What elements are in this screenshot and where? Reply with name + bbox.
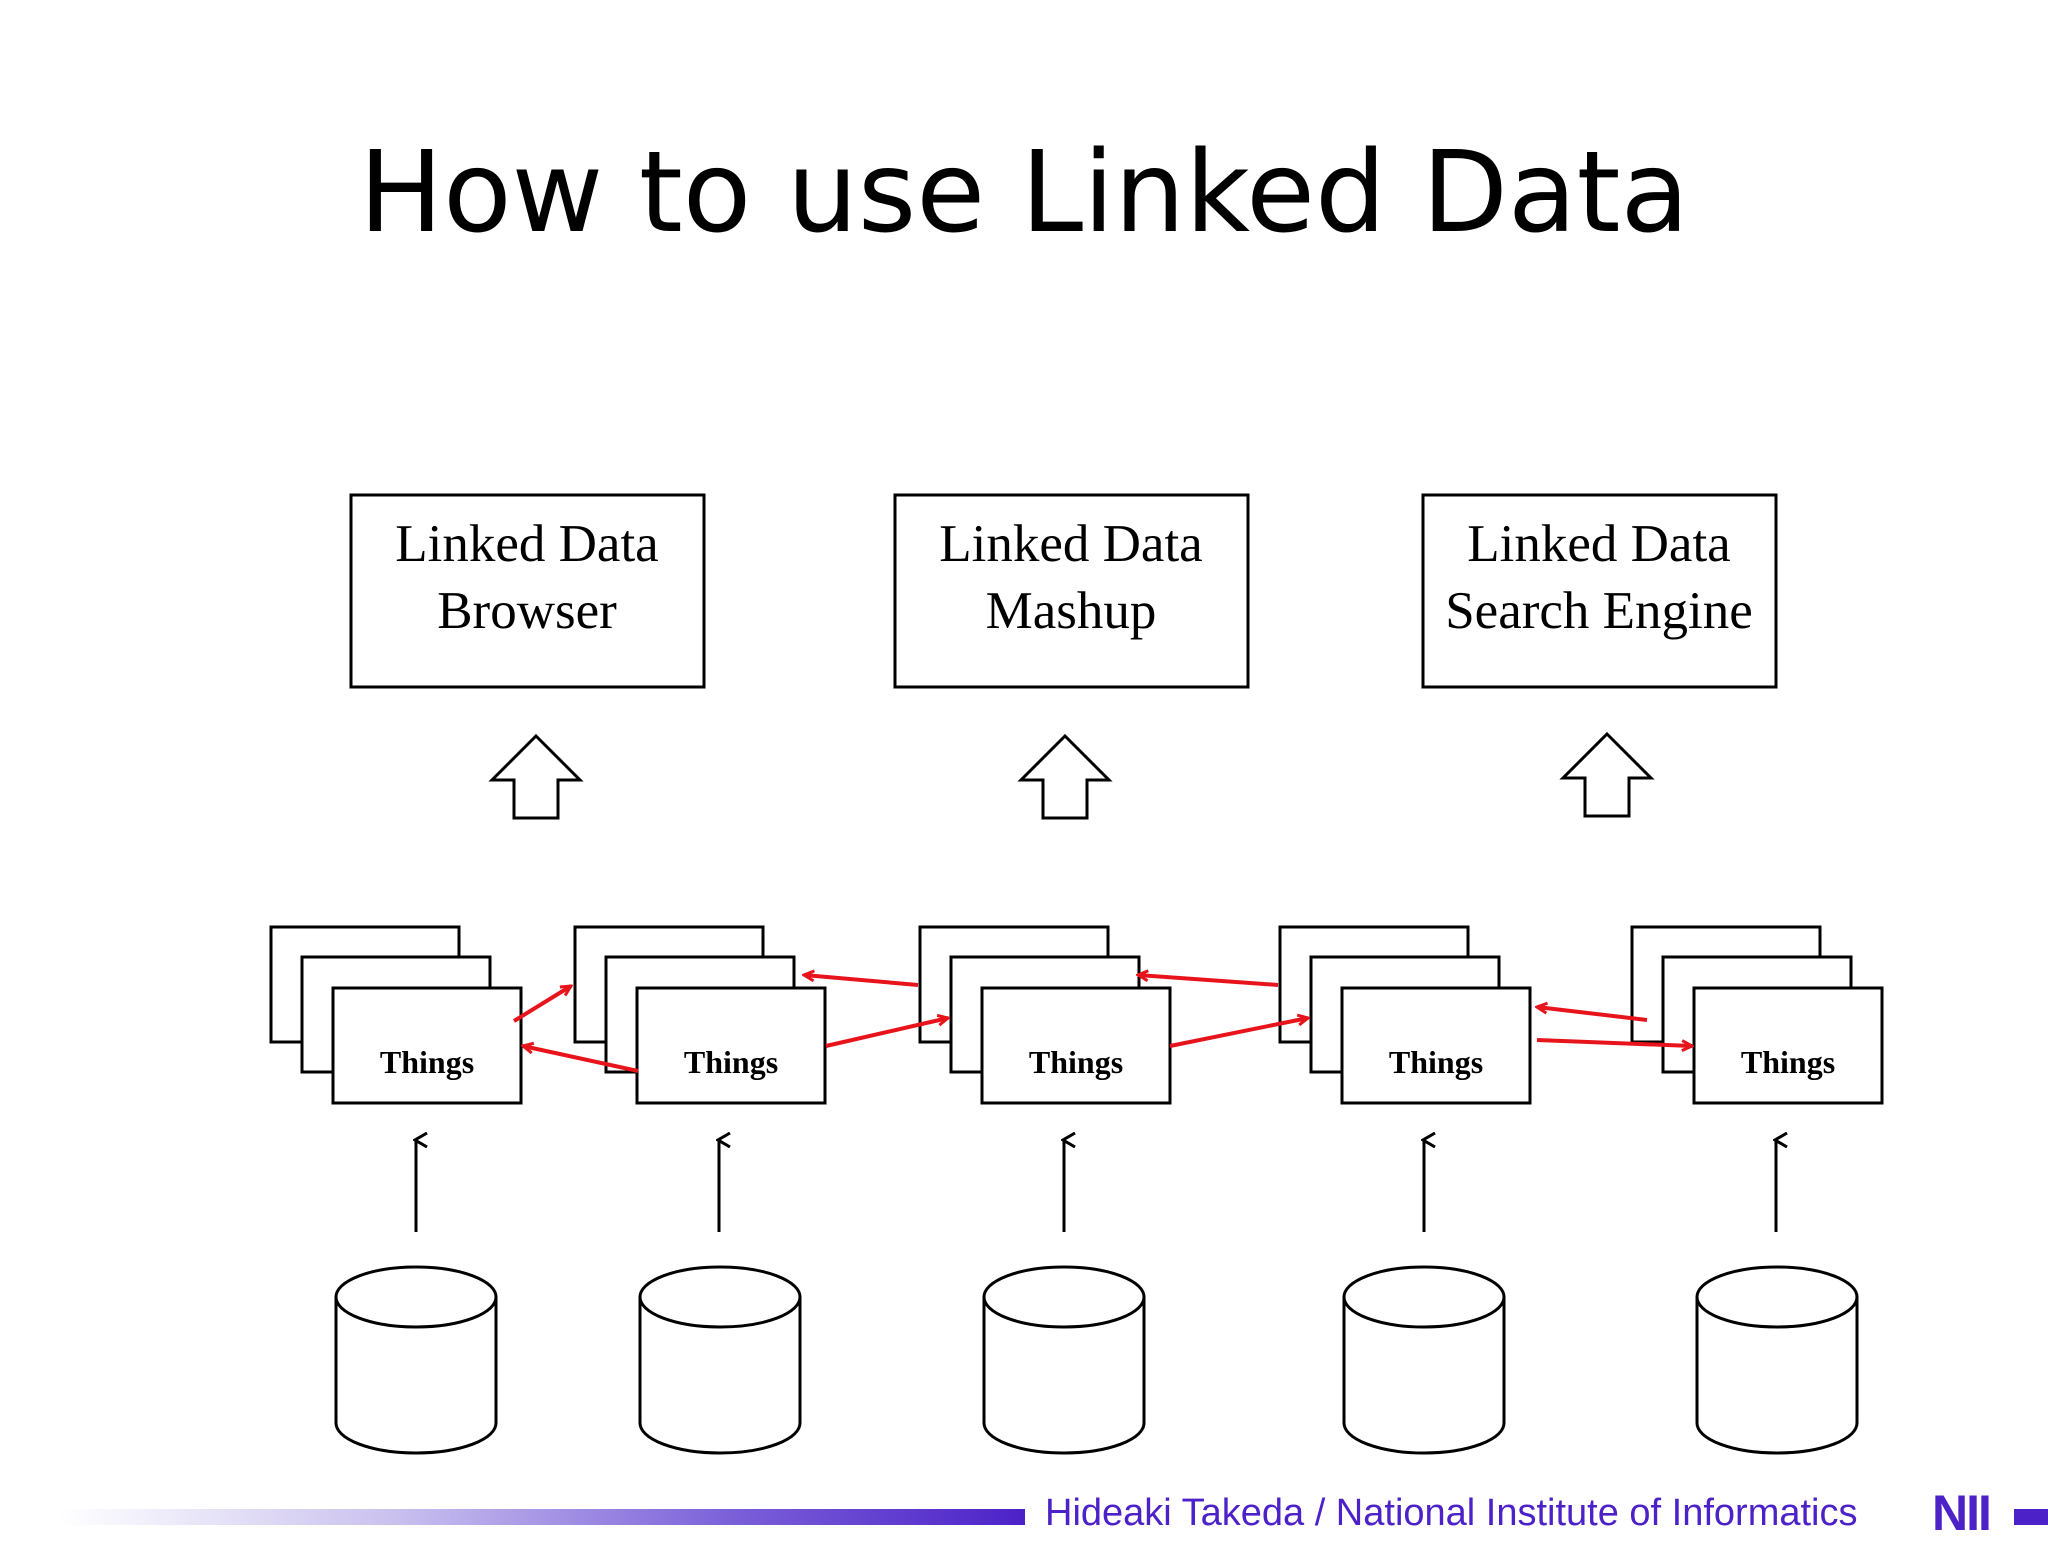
footer-credit: Hideaki Takeda / National Institute of I… xyxy=(1045,1492,1858,1534)
link-arrow xyxy=(523,1046,639,1073)
app-box-search-engine: Linked Data Search Engine xyxy=(1421,493,1778,689)
link-arrow xyxy=(1138,975,1279,987)
link-arrow xyxy=(825,1018,948,1048)
up-arrow-icon xyxy=(1559,731,1655,818)
footer-logo-bar xyxy=(2014,1509,2048,1525)
things-stack: Things xyxy=(918,925,1172,1105)
up-arrow-icon xyxy=(1017,733,1113,820)
app-box-mashup-line1: Linked Data xyxy=(939,515,1202,573)
database-icon xyxy=(1342,1265,1506,1455)
link-arrow xyxy=(1537,1007,1648,1022)
slide-title: How to use Linked Data xyxy=(358,128,1690,258)
things-label: Things xyxy=(1741,1044,1835,1080)
app-box-mashup-line2: Mashup xyxy=(986,582,1157,640)
link-arrow xyxy=(1536,1038,1692,1046)
database-icon xyxy=(334,1265,498,1455)
database-icon xyxy=(1695,1265,1859,1455)
app-box-browser-line1: Linked Data xyxy=(395,515,658,573)
app-box-search-engine-line2: Search Engine xyxy=(1445,582,1753,640)
link-arrow xyxy=(804,975,919,987)
things-label: Things xyxy=(1029,1044,1123,1080)
things-label: Things xyxy=(380,1044,474,1080)
things-label: Things xyxy=(1389,1044,1483,1080)
link-arrow xyxy=(512,986,571,1023)
app-box-mashup: Linked Data Mashup xyxy=(893,493,1250,689)
database-icon xyxy=(982,1265,1146,1455)
database-icon xyxy=(638,1265,802,1455)
source-arrows xyxy=(416,1140,1776,1232)
link-arrow xyxy=(1169,1018,1308,1048)
app-box-browser: Linked Data Browser xyxy=(349,493,706,689)
up-arrow-icon xyxy=(488,733,584,820)
data-links xyxy=(512,975,1692,1073)
things-label: Things xyxy=(684,1044,778,1080)
things-stack: Things xyxy=(1278,925,1532,1105)
nii-logo: NII xyxy=(1932,1485,1992,1541)
things-stack: Things xyxy=(573,925,827,1105)
things-stack: Things xyxy=(1630,925,1884,1105)
app-box-search-engine-line1: Linked Data xyxy=(1467,515,1730,573)
app-box-browser-line2: Browser xyxy=(437,582,617,640)
footer-gradient-bar xyxy=(60,1509,1025,1525)
things-stack: Things xyxy=(269,925,523,1105)
